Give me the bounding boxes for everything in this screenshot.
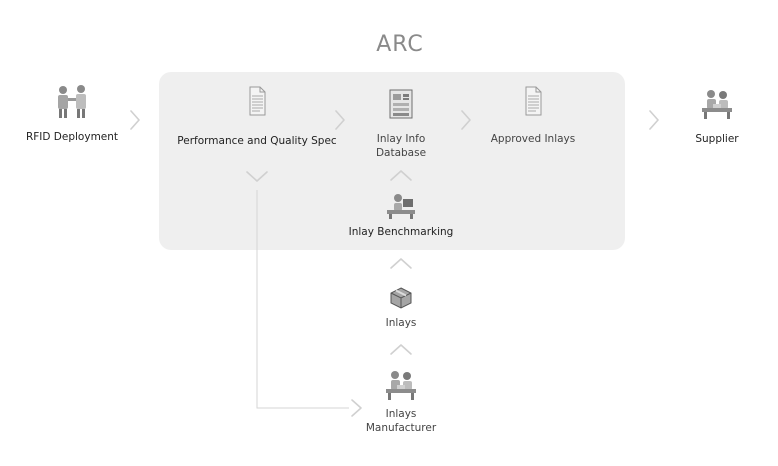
chevron-up-icon xyxy=(390,170,412,181)
node-inlays-manufacturer: Inlays Manufacturer xyxy=(361,369,441,435)
chevron-right-icon xyxy=(461,110,471,130)
document-icon xyxy=(249,86,266,116)
people-handshake-icon xyxy=(58,85,86,118)
node-label-line2: Manufacturer xyxy=(365,422,437,434)
chevron-right-icon xyxy=(649,110,659,130)
chevron-down-icon xyxy=(246,171,268,182)
node-label-line2: Database xyxy=(375,147,427,159)
chevron-right-icon xyxy=(335,110,345,130)
chevron-right-icon xyxy=(130,110,140,130)
node-label: Inlays xyxy=(385,317,417,329)
connector-line xyxy=(256,190,349,409)
diagram-title: ARC xyxy=(376,32,424,57)
node-label-line1: Inlays xyxy=(385,408,417,420)
node-inlay-benchmarking: Inlay Benchmarking xyxy=(341,193,461,239)
chevron-right-icon xyxy=(351,399,362,417)
node-label: Performance and Quality Spec xyxy=(177,135,337,147)
node-label: Approved Inlays xyxy=(490,133,576,145)
database-server-icon xyxy=(389,89,413,119)
people-desk-icon xyxy=(386,371,416,400)
document-icon xyxy=(525,86,542,116)
chevron-up-icon xyxy=(390,344,412,355)
workstation-icon xyxy=(387,194,415,219)
node-rfid-deployment: RFID Deployment xyxy=(22,84,122,144)
node-label-line1: Inlay Info xyxy=(376,133,426,145)
node-approved-inlays: Approved Inlays xyxy=(480,86,586,146)
node-inlays: Inlays xyxy=(371,287,431,330)
node-label: Supplier xyxy=(695,133,739,145)
node-label: Inlay Benchmarking xyxy=(348,226,454,238)
node-performance-spec: Performance and Quality Spec xyxy=(172,86,342,148)
node-supplier: Supplier xyxy=(682,88,752,146)
chevron-up-icon xyxy=(390,258,412,269)
node-inlay-info-database: Inlay Info Database xyxy=(361,88,441,160)
package-box-icon xyxy=(390,287,412,309)
people-desk-icon xyxy=(702,90,732,119)
node-label: RFID Deployment xyxy=(25,131,119,143)
